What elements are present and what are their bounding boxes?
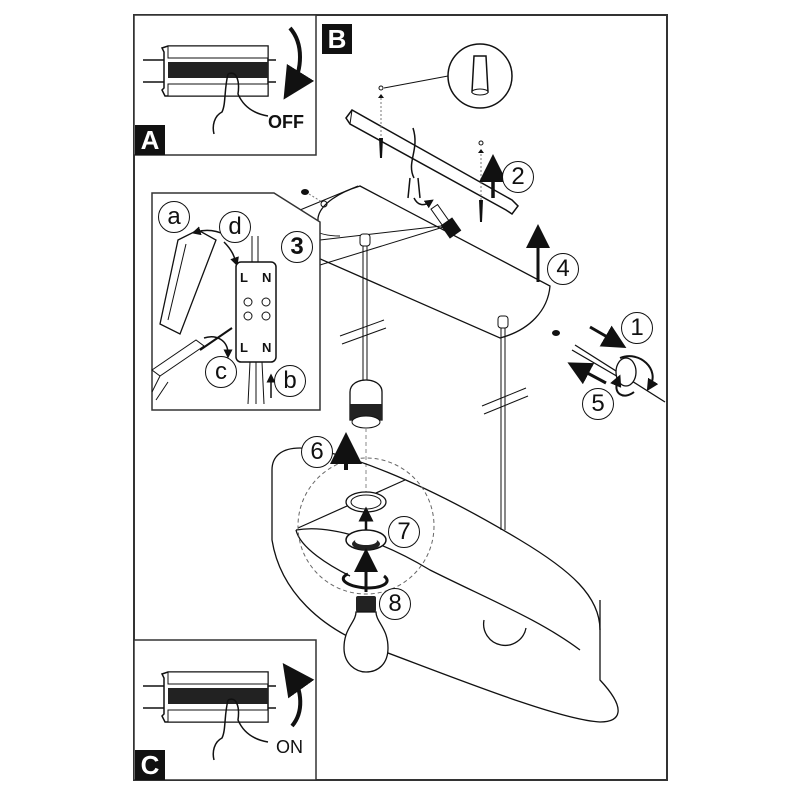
hand-icon <box>212 698 269 761</box>
circuit-breaker-icon <box>143 671 276 723</box>
lamp-shade <box>271 447 619 723</box>
bulb-icon <box>482 619 527 647</box>
wall-plug-callout <box>383 43 513 109</box>
arrow-up-icon <box>282 662 315 728</box>
terminal-label-live-top: L <box>240 270 248 285</box>
light-bulb <box>343 596 389 673</box>
hand-icon <box>212 72 269 135</box>
step-4-label: 4 <box>547 253 579 285</box>
outer-frame <box>133 14 668 781</box>
terminal-label-neutral-top: N <box>262 270 271 285</box>
terminal-label-live-bottom: L <box>240 340 248 355</box>
arrow-icon <box>567 362 607 385</box>
off-label: OFF <box>268 112 304 132</box>
panel-b-tag: B <box>322 24 352 54</box>
arrow-icon <box>413 197 434 209</box>
suspension-cable <box>481 315 529 530</box>
step-8-label: 8 <box>379 588 411 620</box>
arrow-down-icon <box>283 26 315 100</box>
arrow-icon <box>589 325 627 348</box>
screwdriver-icon <box>151 327 233 401</box>
terminal-block: L N L N <box>235 236 277 405</box>
step-3-label: 3 <box>281 231 313 263</box>
panel-c <box>133 639 317 781</box>
step-1-label: 1 <box>621 312 653 344</box>
panel-c-tag: C <box>135 750 165 780</box>
sub-step-b-label: b <box>274 365 306 397</box>
step-5-label: 5 <box>582 388 614 420</box>
on-label: ON <box>276 737 303 757</box>
sub-step-d-label: d <box>219 211 251 243</box>
power-cable <box>407 127 421 199</box>
rotate-icon <box>342 572 389 590</box>
step-7-label: 7 <box>388 516 420 548</box>
panel-a-tag: A <box>135 125 165 155</box>
circuit-breaker-icon <box>143 45 276 97</box>
detail-panel-3: L N L N <box>151 192 321 411</box>
rotate-icon <box>203 336 233 359</box>
suspension-cable <box>339 233 387 380</box>
sub-step-c-label: c <box>205 356 237 388</box>
detail-zoom-circle <box>297 457 435 595</box>
screwdriver-icon <box>571 344 666 403</box>
terminal-connector <box>430 203 462 239</box>
screw-icon <box>552 330 560 336</box>
step-2-label: 2 <box>502 161 534 193</box>
terminal-label-neutral-bottom: N <box>262 340 271 355</box>
canopy <box>299 185 551 339</box>
mounting-bracket <box>345 109 519 216</box>
sub-step-a-label: a <box>158 201 190 233</box>
retaining-ring <box>345 529 387 551</box>
step-6-label: 6 <box>301 436 333 468</box>
arrow-icon <box>223 241 239 267</box>
screw-icon <box>301 189 309 195</box>
wall-plug-icon <box>471 55 489 93</box>
lamp-holder <box>349 379 383 429</box>
screw-icon <box>378 85 384 158</box>
